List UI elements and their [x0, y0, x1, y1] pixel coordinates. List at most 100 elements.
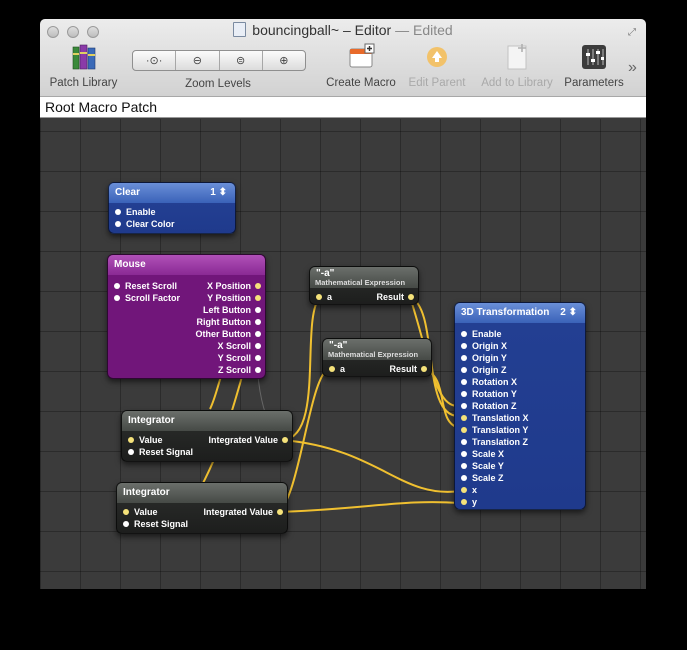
fullscreen-icon[interactable]: ⤢: [628, 27, 636, 38]
output-port-left-button[interactable]: Left Button: [168, 304, 265, 316]
input-port-reset-signal[interactable]: Reset Signal: [117, 518, 287, 530]
breadcrumb: Root Macro Patch: [40, 97, 646, 118]
input-port-origin-x[interactable]: Origin X: [455, 340, 585, 352]
edit-parent-label: Edit Parent: [408, 77, 466, 89]
input-port-scale-z[interactable]: Scale Z: [455, 472, 585, 484]
input-port-translation-y[interactable]: Translation Y: [455, 424, 585, 436]
clear-patch[interactable]: Clear 1 ⬍ Enable Clear Color: [108, 182, 236, 234]
toolbar: bouncingball~ – Editor — Edited ⤢ Patch …: [40, 19, 646, 97]
zoom-button[interactable]: [87, 26, 99, 38]
wire-integrator1-to-expr1[interactable]: [282, 296, 321, 441]
minimize-button[interactable]: [67, 26, 79, 38]
math-expression-2-subtitle: Mathematical Expression: [328, 350, 419, 359]
edited-indicator: — Edited: [391, 22, 453, 38]
books-icon: [72, 44, 95, 70]
input-port-enable[interactable]: Enable: [109, 206, 235, 218]
output-port-result[interactable]: [408, 294, 414, 300]
math-expression-2-header[interactable]: "-a" Mathematical Expression: [323, 339, 431, 360]
patch-library-button[interactable]: Patch Library: [46, 43, 121, 89]
create-macro-icon: [349, 43, 375, 68]
input-port-translation-x[interactable]: Translation X: [455, 412, 585, 424]
parameters-label: Parameters: [564, 77, 624, 89]
input-port-x[interactable]: x: [455, 484, 585, 496]
input-port-clear-color[interactable]: Clear Color: [109, 218, 235, 230]
integrator-1-header[interactable]: Integrator: [122, 411, 292, 431]
math-expression-1-ports: a Result: [310, 291, 418, 303]
layer-number-stepper[interactable]: 1 ⬍: [210, 187, 227, 198]
output-port-z-scroll[interactable]: Z Scroll: [168, 364, 265, 376]
output-port-integrated-value[interactable]: Integrated Value: [208, 435, 278, 445]
mouse-patch-title: Mouse: [114, 259, 146, 270]
input-port-rotation-z[interactable]: Rotation Z: [455, 400, 585, 412]
clear-patch-title: Clear: [115, 187, 141, 198]
document-icon: [233, 22, 247, 37]
wire-expr1-to-rotation[interactable]: [409, 296, 461, 408]
math-expression-2-title: "-a": [329, 340, 348, 351]
mouse-patch[interactable]: Mouse Reset Scroll Scroll Factor X Posit…: [107, 254, 266, 379]
input-port-origin-z[interactable]: Origin Z: [455, 364, 585, 376]
close-button[interactable]: [47, 26, 59, 38]
math-expression-patch-2[interactable]: "-a" Mathematical Expression a Result: [322, 338, 432, 377]
zoom-out-small-icon[interactable]: ⊖: [176, 51, 220, 70]
output-port-integrated-value[interactable]: Integrated Value: [203, 507, 273, 517]
window-title: bouncingball~ – Editor — Edited: [40, 22, 646, 38]
clear-patch-header[interactable]: Clear 1 ⬍: [109, 183, 235, 203]
input-port-reset-signal[interactable]: Reset Signal: [122, 446, 292, 458]
toolbar-overflow-icon[interactable]: »: [628, 59, 637, 76]
integrator-1-title: Integrator: [128, 415, 175, 426]
create-macro-label: Create Macro: [326, 77, 396, 89]
zoom-levels-label: Zoom Levels: [185, 78, 251, 90]
sliders-icon: [582, 45, 606, 69]
input-port-a[interactable]: [316, 294, 322, 300]
zoom-in-icon[interactable]: ⊕: [279, 55, 289, 67]
input-port-y[interactable]: y: [455, 496, 585, 508]
input-port-scroll-factor[interactable]: Scroll Factor: [108, 292, 188, 304]
input-port-scale-x[interactable]: Scale X: [455, 448, 585, 460]
patch-library-label: Patch Library: [49, 77, 118, 89]
output-port-other-button[interactable]: Other Button: [168, 328, 265, 340]
editor-label: – Editor: [339, 22, 392, 38]
math-expression-1-subtitle: Mathematical Expression: [315, 278, 406, 287]
input-port-a[interactable]: [329, 366, 335, 372]
math-expression-patch-1[interactable]: "-a" Mathematical Expression a Result: [309, 266, 419, 305]
zoom-levels-control[interactable]: ·⊙· ⊖ ⊜ ⊕: [132, 50, 306, 71]
3d-transformation-title: 3D Transformation: [461, 307, 550, 318]
input-port-rotation-x[interactable]: Rotation X: [455, 376, 585, 388]
edit-parent-icon: [427, 47, 447, 67]
integrator-2-header[interactable]: Integrator: [117, 483, 287, 503]
output-port-y-scroll[interactable]: Y Scroll: [168, 352, 265, 364]
math-expression-2-ports: a Result: [323, 363, 431, 375]
math-expression-1-header[interactable]: "-a" Mathematical Expression: [310, 267, 418, 288]
zoom-actual-icon[interactable]: ⊜: [220, 51, 263, 70]
patch-canvas[interactable]: Clear 1 ⬍ Enable Clear Color Mouse Reset…: [40, 119, 646, 589]
input-port-origin-y[interactable]: Origin Y: [455, 352, 585, 364]
output-port-x-position[interactable]: X Position: [168, 280, 265, 292]
wire-integrator1-to-transform-x[interactable]: [282, 439, 461, 493]
wire-integrator2-to-transform-y[interactable]: [277, 501, 461, 513]
current-patch-path: Root Macro Patch: [45, 99, 158, 115]
edit-parent-button[interactable]: Edit Parent: [402, 43, 472, 89]
zoom-fit-icon[interactable]: ·⊙·: [133, 51, 177, 70]
output-port-x-scroll[interactable]: X Scroll: [168, 340, 265, 352]
layer-number-stepper[interactable]: 2 ⬍: [560, 307, 577, 318]
output-port-y-position[interactable]: Y Position: [168, 292, 265, 304]
create-macro-button[interactable]: Create Macro: [322, 43, 400, 89]
math-expression-1-title: "-a": [316, 268, 335, 279]
input-port-reset-scroll[interactable]: Reset Scroll: [108, 280, 188, 292]
input-port-rotation-y[interactable]: Rotation Y: [455, 388, 585, 400]
output-port-result[interactable]: [421, 366, 427, 372]
add-to-library-button[interactable]: Add to Library: [474, 43, 560, 89]
output-port-right-button[interactable]: Right Button: [168, 316, 265, 328]
input-port-scale-y[interactable]: Scale Y: [455, 460, 585, 472]
editor-window: bouncingball~ – Editor — Edited ⤢ Patch …: [40, 19, 646, 589]
parameters-button[interactable]: Parameters: [560, 43, 628, 89]
input-port-enable[interactable]: Enable: [455, 328, 585, 340]
input-port-translation-z[interactable]: Translation Z: [455, 436, 585, 448]
3d-transformation-header[interactable]: 3D Transformation 2 ⬍: [455, 303, 585, 323]
3d-transformation-patch[interactable]: 3D Transformation 2 ⬍ Enable Origin X Or…: [454, 302, 586, 510]
mouse-patch-header[interactable]: Mouse: [108, 255, 265, 275]
